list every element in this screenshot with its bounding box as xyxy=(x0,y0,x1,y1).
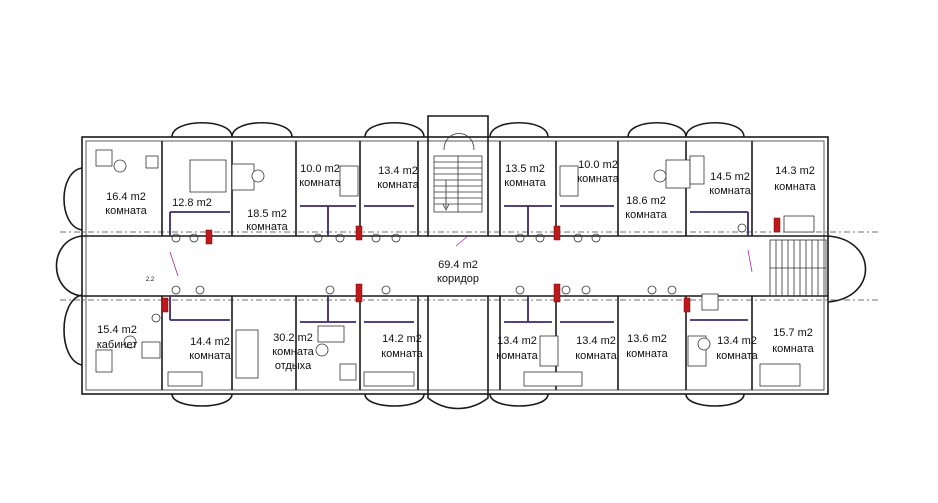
room-area-label: 18.5 m2 xyxy=(247,208,287,220)
room-area-label: 13.4 m2 xyxy=(497,335,537,347)
service-lines xyxy=(169,235,753,277)
room-area-label: 15.4 m2 xyxy=(97,324,137,336)
corridor-walls xyxy=(60,231,880,301)
room-area-label: 10.0 m2 xyxy=(578,159,618,171)
room-name-label: комната xyxy=(504,177,546,189)
room-area-label: 14.2 m2 xyxy=(382,333,422,345)
room-area-label: 14.3 m2 xyxy=(775,165,815,177)
room-name-label: комната xyxy=(716,350,758,362)
room-name-label: комната xyxy=(381,348,423,360)
room-name-label: комната xyxy=(377,179,419,191)
room-name-label: комната xyxy=(575,350,617,362)
sanitary-fixtures xyxy=(151,223,747,323)
room-name-label: комната xyxy=(709,185,751,197)
room-labels: 16.4 m2 комната 12.8 m2 18.5 m2 комната … xyxy=(97,159,817,372)
room-area-label: 15.7 m2 xyxy=(773,327,813,339)
room-area-label: 14.5 m2 xyxy=(710,171,750,183)
room-area-label: 14.4 m2 xyxy=(190,336,230,348)
room-area-label: 13.4 m2 xyxy=(378,165,418,177)
duct-shafts xyxy=(161,217,781,313)
furniture xyxy=(95,149,815,387)
room-name-label: комната xyxy=(626,348,668,360)
room-name-label: комната xyxy=(272,346,314,358)
stairs-central xyxy=(433,155,483,213)
room-name-label: коридор xyxy=(437,273,479,285)
room-name-label: комната xyxy=(189,350,231,362)
room-area-label: 10.0 m2 xyxy=(300,163,340,175)
room-name-label: комната xyxy=(772,343,814,355)
room-name-label: комната xyxy=(496,350,538,362)
room-area-label: 13.6 m2 xyxy=(627,333,667,345)
room-area-label: 13.4 m2 xyxy=(576,335,616,347)
room-area-label: 16.4 m2 xyxy=(106,191,146,203)
dimension-mark: 2.2 xyxy=(146,277,155,283)
room-name-label: комната xyxy=(774,181,816,193)
room-area-label: 12.8 m2 xyxy=(172,197,212,209)
room-area-label: 13.4 m2 xyxy=(717,335,757,347)
room-name-label: кабинет xyxy=(97,339,137,351)
room-area-label: 30.2 m2 xyxy=(273,332,313,344)
room-area-label: 13.5 m2 xyxy=(505,163,545,175)
room-name-label: комната xyxy=(577,173,619,185)
room-name-label: отдыха xyxy=(275,360,312,372)
room-area-label: 69.4 m2 xyxy=(438,259,478,271)
room-name-label: комната xyxy=(105,205,147,217)
partition-walls xyxy=(161,141,753,390)
room-name-label: комната xyxy=(246,221,288,233)
stairs-east xyxy=(769,239,827,297)
room-name-label: комната xyxy=(625,209,667,221)
room-area-label: 18.6 m2 xyxy=(626,195,666,207)
exterior-walls xyxy=(55,115,867,410)
room-name-label: комната xyxy=(299,177,341,189)
